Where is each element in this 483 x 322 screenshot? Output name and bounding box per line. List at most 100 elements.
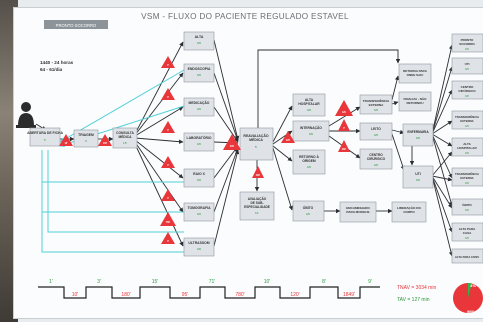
tnav-total: TNAV = 3034 min (397, 285, 436, 291)
svg-text:0/0: 0/0 (465, 208, 469, 212)
svg-text:0/0: 0/0 (465, 151, 469, 155)
box-reavaliacao: REAVALIAÇÃO MÉDICA 5' (239, 127, 274, 161)
svg-text:EXTERNA: EXTERNA (369, 103, 385, 107)
box-avaliacao: AVALIAÇÃO DE SUB- ESPECIALIDADE 61' (239, 191, 275, 221)
box-transf-externa: TRANSFERÊNCIA EXTERNA 0/0 (359, 94, 393, 115)
tav-total: TAV = 127 min (397, 297, 430, 303)
box-obito: ÓBITO 0/0 (292, 200, 325, 222)
box-enfermaria: ENFERMARIA 0/0 (402, 123, 434, 147)
box-r-centro: CENTRO CIRÚRGICO 0/0 (451, 80, 483, 100)
svg-text:0/0: 0/0 (465, 67, 469, 71)
timeline-value-added: 1' 3' 15' 71' 10' 8' 9' (49, 279, 372, 285)
box-r-alta-hosp: ALTA HOSPITALAR 0/0 (451, 137, 483, 157)
svg-text:AVALIAÇÃO: AVALIAÇÃO (248, 196, 267, 201)
box-retorna-onde-saiu: RETORNA PARA ONDE SAIU (398, 63, 432, 84)
svg-text:0/0: 0/0 (307, 165, 312, 169)
svg-text:3': 3' (85, 139, 88, 143)
svg-text:CENTRO: CENTRO (461, 85, 474, 89)
flow-arrows (35, 39, 454, 257)
svg-text:9': 9' (368, 279, 372, 285)
svg-text:0/0: 0/0 (374, 163, 379, 167)
inventory-triangles (59, 56, 353, 244)
svg-text:TRIAGEM: TRIAGEM (78, 133, 94, 137)
svg-text:EXTERNA: EXTERNA (460, 176, 473, 180)
svg-text:ENDOSCOPIA: ENDOSCOPIA (188, 67, 211, 71)
svg-text:0': 0' (167, 241, 169, 243)
svg-text:0': 0' (167, 97, 169, 99)
box-raiox: RAIO X 0/0 (183, 168, 215, 188)
patient-icon (16, 102, 36, 128)
box-liberacao: LIBERAÇÃO DO CORPO (391, 201, 427, 223)
svg-text:HOSPITALAR: HOSPITALAR (298, 102, 320, 106)
triangle-labels: 18' 100' 0' 0' 0' 0' 0' 780' 0' 200' 480… (64, 65, 346, 243)
diagram-title: VSM - FLUXO DO PACIENTE REGULADO ESTAVEL (141, 12, 349, 21)
svg-text:CONSULTA: CONSULTA (116, 131, 134, 135)
svg-text:TOMOGRAFIA: TOMOGRAFIA (187, 206, 211, 210)
time-pie-chart (453, 283, 483, 313)
section-tab (44, 20, 108, 29)
svg-text:INTERNAÇÃO: INTERNAÇÃO (300, 125, 322, 130)
svg-text:RETORNOU: RETORNOU (406, 101, 423, 105)
section-label: PRONTO SOCORRO (56, 23, 97, 28)
box-endoscopia: ENDOSCOPIA 0/0 (183, 63, 215, 83)
svg-text:0/0: 0/0 (306, 212, 311, 216)
svg-text:0': 0' (167, 165, 169, 167)
box-centro-cirurgico: CENTRO CIRÚRGICO 0/0 (359, 148, 393, 170)
svg-text:0/0: 0/0 (465, 181, 469, 185)
box-r-alta-conv: ALTA PARA CONV (451, 248, 483, 264)
pie-slice-small (468, 283, 472, 298)
box-abertura: ABERTURA DE FICHA 5' (27, 127, 63, 147)
svg-text:3': 3' (97, 279, 101, 285)
svg-text:MEDICAÇÃO: MEDICAÇÃO (189, 100, 210, 105)
box-r-pronto-socorro: PRONTO SOCORRO 0/0 (451, 33, 483, 53)
demand-line-2: 64 - 61/dia (40, 67, 63, 72)
svg-text:0/0: 0/0 (465, 94, 469, 98)
svg-text:ALTA: ALTA (195, 35, 204, 39)
svg-text:CIRÚRGICO: CIRÚRGICO (458, 88, 476, 93)
svg-text:0': 0' (167, 198, 169, 200)
svg-text:15': 15' (152, 279, 159, 285)
svg-text:480': 480' (342, 148, 347, 151)
svg-text:0/0: 0/0 (197, 247, 202, 251)
svg-text:95': 95' (182, 292, 189, 298)
box-consulta: CONSULTA MÉDICA 15' (112, 127, 138, 149)
box-alta: ALTA 0/0 (183, 31, 215, 51)
svg-text:REAVALIAÇÃO: REAVALIAÇÃO (243, 133, 268, 138)
svg-text:480': 480' (256, 174, 261, 177)
svg-text:5': 5' (255, 145, 258, 149)
svg-text:0/0: 0/0 (197, 107, 202, 111)
svg-text:ULTRASSOM: ULTRASSOM (188, 241, 209, 245)
svg-text:ALTA PARA CONV: ALTA PARA CONV (455, 255, 479, 259)
vsm-board (14, 8, 483, 318)
svg-text:0/0: 0/0 (465, 236, 469, 240)
svg-text:0/0: 0/0 (307, 108, 312, 112)
svg-text:0/0: 0/0 (197, 41, 202, 45)
svg-text:0/0: 0/0 (197, 212, 202, 216)
timeline-non-value-added: 10' 180' 95' 780' 120' 1849' (72, 292, 355, 298)
svg-text:1': 1' (49, 279, 53, 285)
svg-text:ENFERMARIA: ENFERMARIA (407, 130, 429, 134)
box-medicacao: MEDICAÇÃO 0/0 (183, 97, 215, 117)
svg-text:0/0: 0/0 (197, 142, 202, 146)
svg-text:10': 10' (72, 292, 79, 298)
pie-large-label: 96% (467, 309, 475, 314)
box-tomografia: TOMOGRAFIA 0/0 (183, 202, 215, 222)
pie-small-label: 4% (470, 283, 476, 288)
svg-text:0': 0' (167, 65, 169, 67)
svg-text:DE SUB-: DE SUB- (250, 201, 263, 205)
svg-text:0/0: 0/0 (416, 178, 421, 182)
svg-text:8': 8' (322, 279, 326, 285)
svg-text:TRANSFERÊNCIA: TRANSFERÊNCIA (455, 114, 479, 119)
box-triagem: TRIAGEM 3' (73, 129, 99, 148)
svg-text:ALTA PARA: ALTA PARA (459, 227, 476, 231)
svg-text:180': 180' (121, 292, 130, 298)
svg-text:LIBERAÇÃO DO: LIBERAÇÃO DO (397, 205, 421, 210)
svg-text:0/0: 0/0 (416, 136, 421, 140)
svg-text:120': 120' (290, 292, 299, 298)
svg-text:TRANSFERÊNCIA: TRANSFERÊNCIA (363, 98, 390, 103)
svg-text:TRANSFERÊNCIA: TRANSFERÊNCIA (455, 171, 479, 176)
svg-text:PARA MORGUE: PARA MORGUE (346, 210, 369, 214)
box-leito: LEITO 0/0 (359, 122, 393, 141)
svg-text:UTI: UTI (465, 62, 470, 66)
svg-text:780': 780' (166, 222, 171, 224)
